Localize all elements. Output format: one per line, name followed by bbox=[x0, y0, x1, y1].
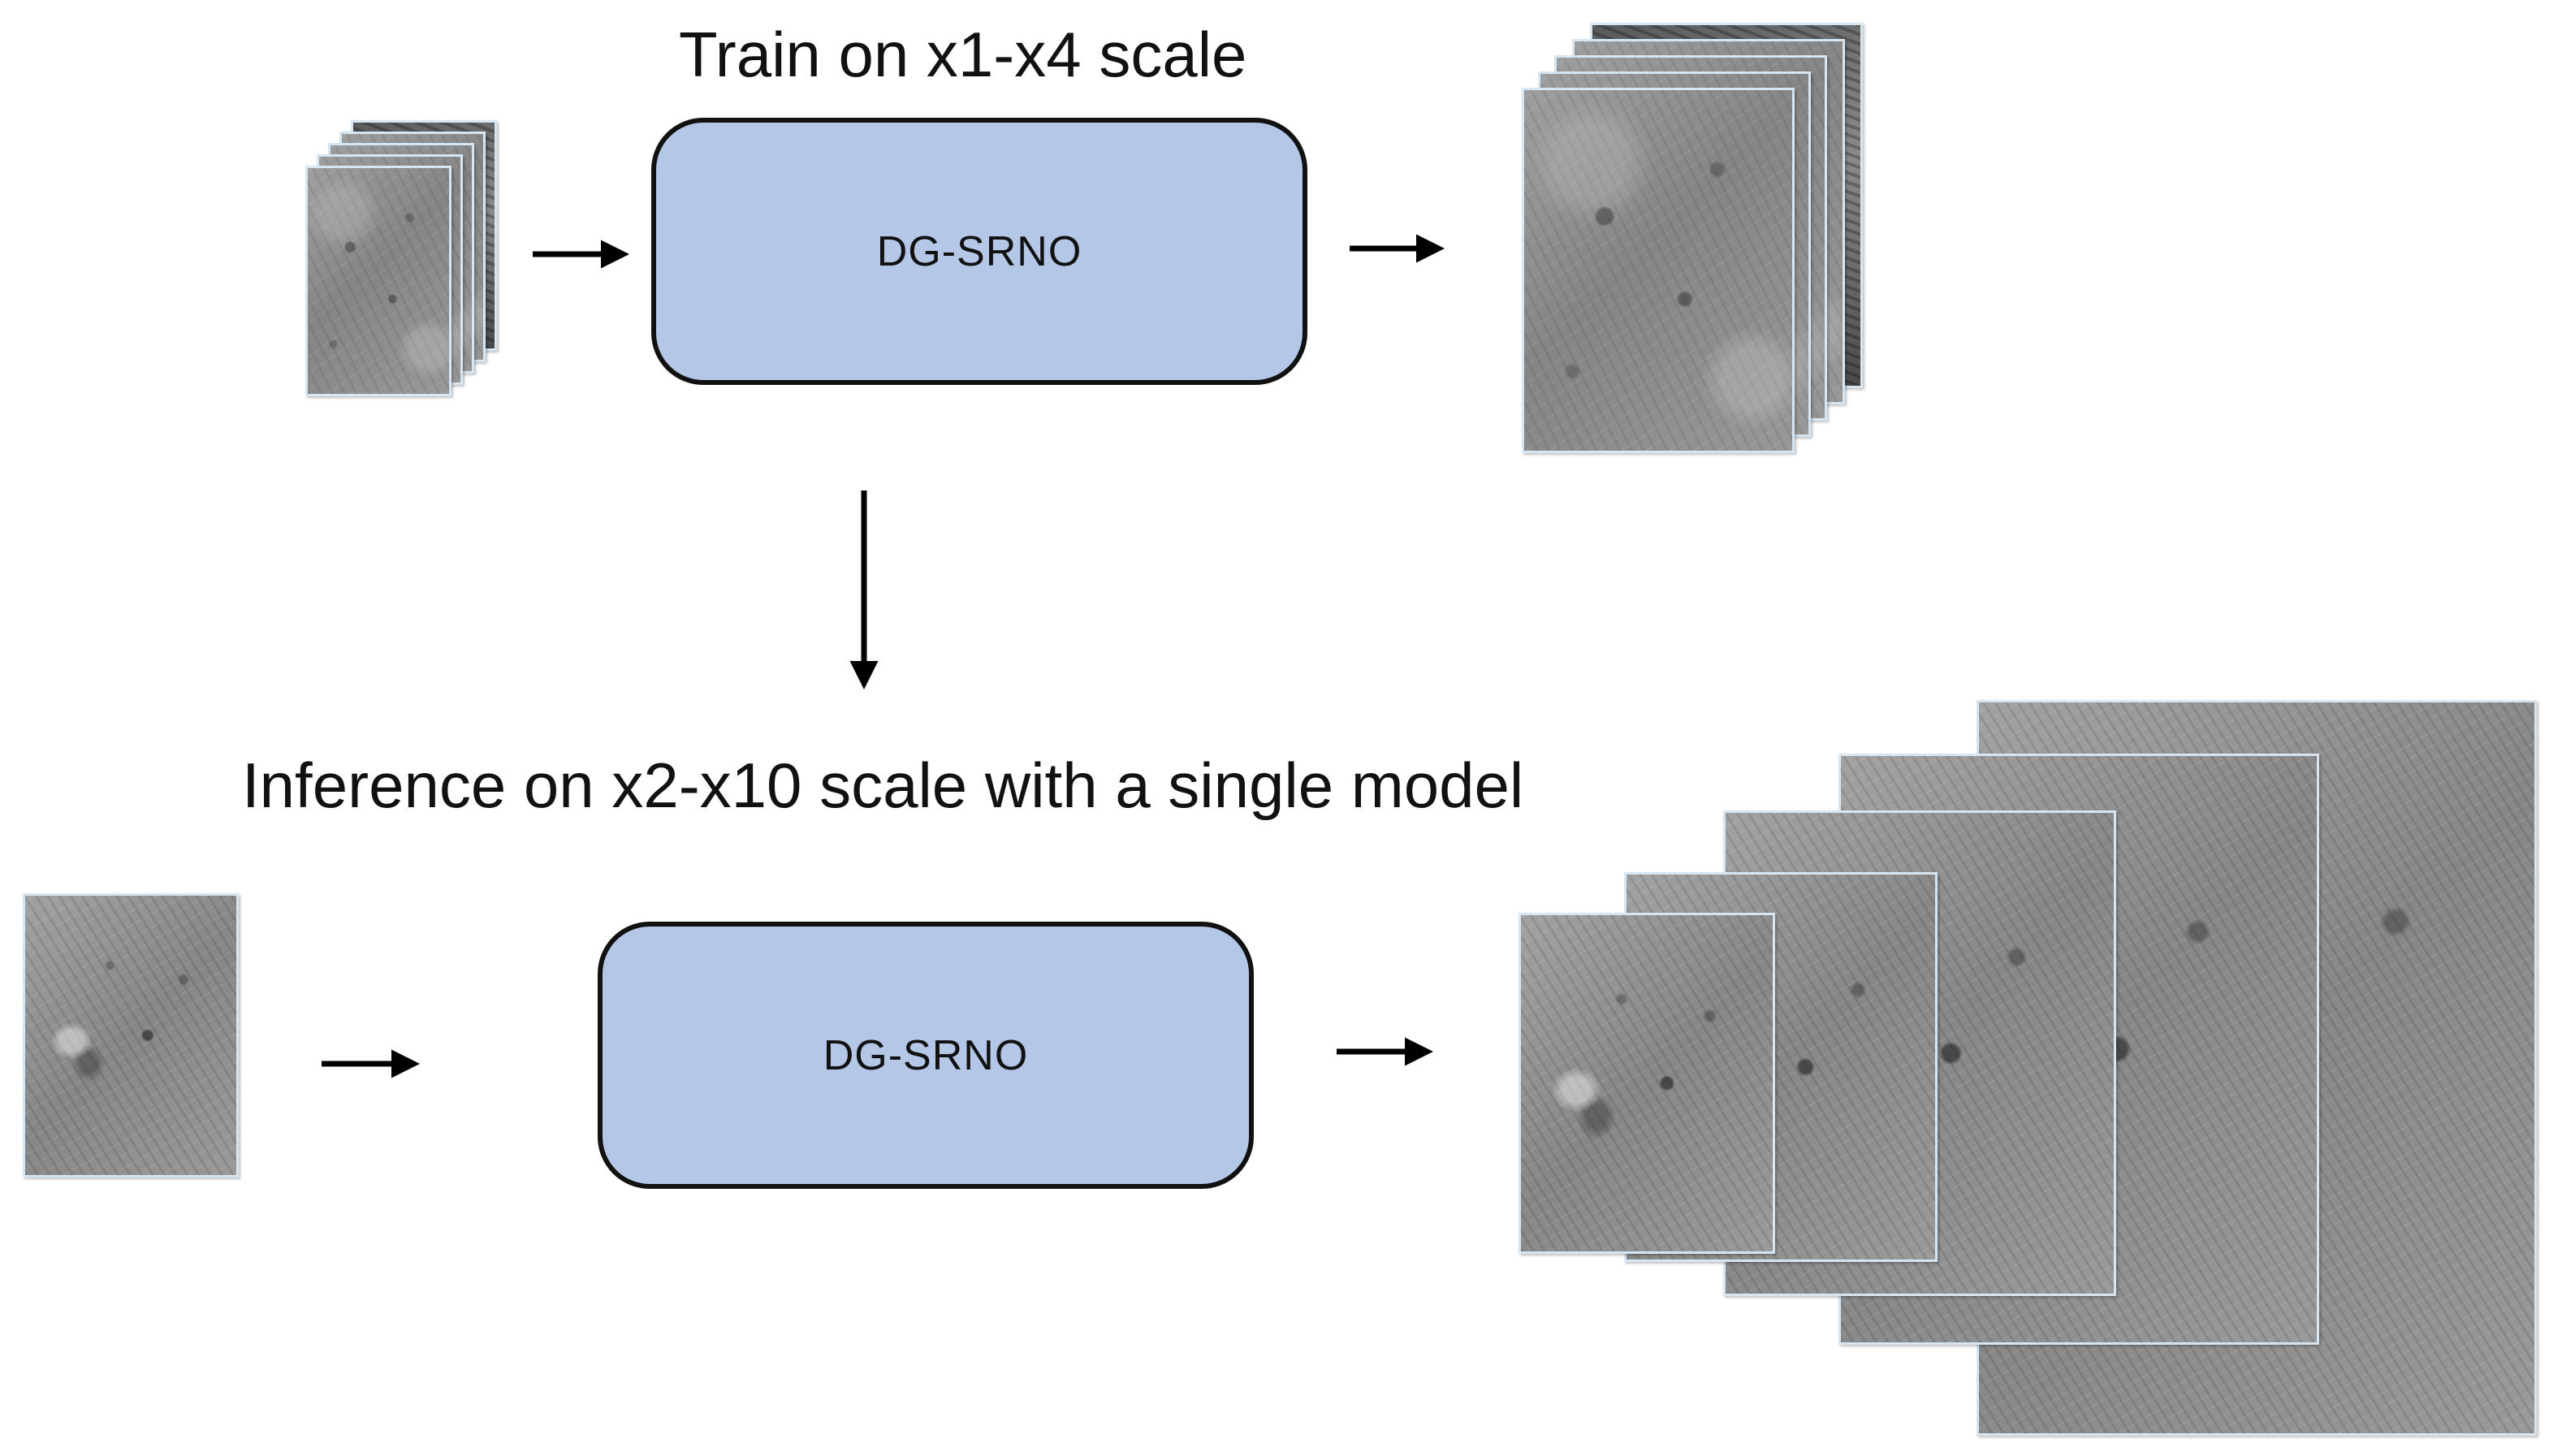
model-label: DG-SRNO bbox=[876, 227, 1082, 275]
model-label: DG-SRNO bbox=[823, 1031, 1029, 1079]
model-box-train: DG-SRNO bbox=[651, 118, 1307, 385]
inference-output-tile bbox=[1519, 913, 1775, 1254]
inference-input-tile bbox=[23, 893, 239, 1177]
inference-title: Inference on x2-x10 scale with a single … bbox=[242, 750, 1524, 821]
train-title: Train on x1-x4 scale bbox=[679, 19, 1247, 90]
train-output-tile bbox=[1522, 88, 1795, 453]
train-input-tile bbox=[305, 166, 451, 396]
model-box-inference: DG-SRNO bbox=[598, 922, 1254, 1189]
